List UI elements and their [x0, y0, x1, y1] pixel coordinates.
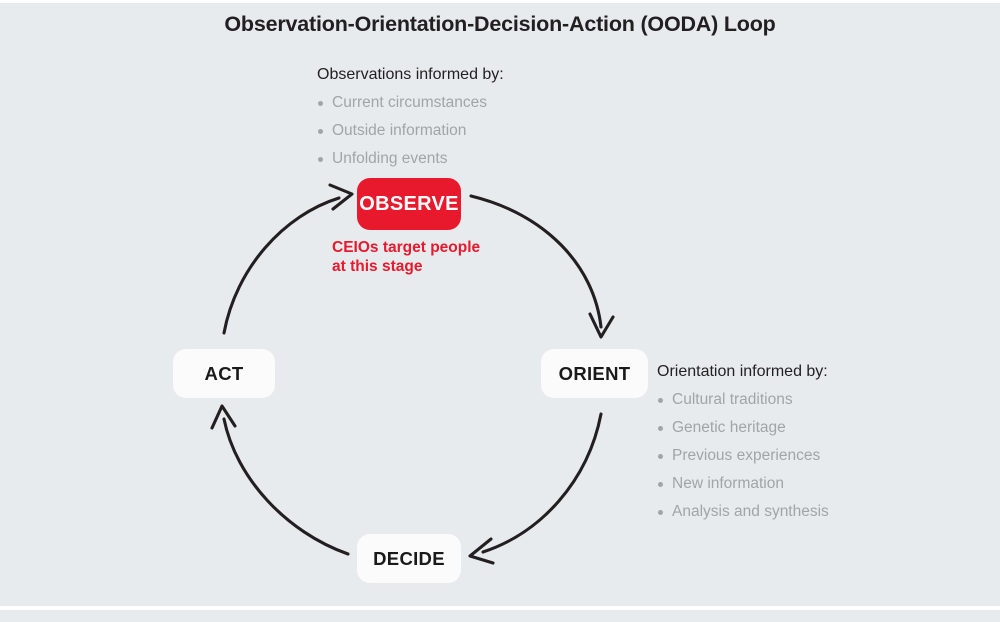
observations-block: Observations informed by: Current circum… [317, 61, 504, 173]
list-item: Genetic heritage [657, 414, 829, 442]
orientation-list: Cultural traditions Genetic heritage Pre… [657, 386, 829, 526]
node-observe[interactable]: OBSERVE [357, 178, 461, 230]
arrow-orient-to-decide [481, 412, 603, 554]
diagram-background-panel [0, 3, 1000, 606]
arrowhead-decide [468, 537, 495, 565]
orientation-heading: Orientation informed by: [657, 363, 828, 380]
node-act[interactable]: ACT [173, 349, 275, 398]
list-item: Cultural traditions [657, 386, 829, 414]
observations-list: Current circumstances Outside informatio… [317, 89, 504, 173]
footer-strip [0, 610, 1000, 622]
arrow-decide-to-act [222, 417, 350, 556]
observations-heading: Observations informed by: [317, 66, 504, 83]
arrow-act-to-observe [222, 196, 341, 335]
arrowhead-act [210, 404, 237, 430]
list-item: Current circumstances [317, 89, 504, 117]
orientation-block: Orientation informed by: Cultural tradit… [657, 358, 829, 526]
observe-annotation-line2: at this stage [332, 258, 423, 275]
list-item: Unfolding events [317, 145, 504, 173]
page-title: Observation-Orientation-Decision-Action … [224, 12, 776, 36]
arrow-observe-to-orient [469, 194, 603, 329]
observe-annotation-line1: CEIOs target people [332, 239, 481, 256]
list-item: Previous experiences [657, 442, 829, 470]
observe-annotation: CEIOs target people at this stage [332, 238, 552, 276]
arrowhead-orient [588, 312, 615, 339]
list-item: Analysis and synthesis [657, 498, 829, 526]
node-orient[interactable]: ORIENT [541, 349, 648, 398]
list-item: Outside information [317, 117, 504, 145]
list-item: New information [657, 470, 829, 498]
arrowhead-observe [328, 183, 354, 211]
node-decide[interactable]: DECIDE [357, 534, 461, 583]
